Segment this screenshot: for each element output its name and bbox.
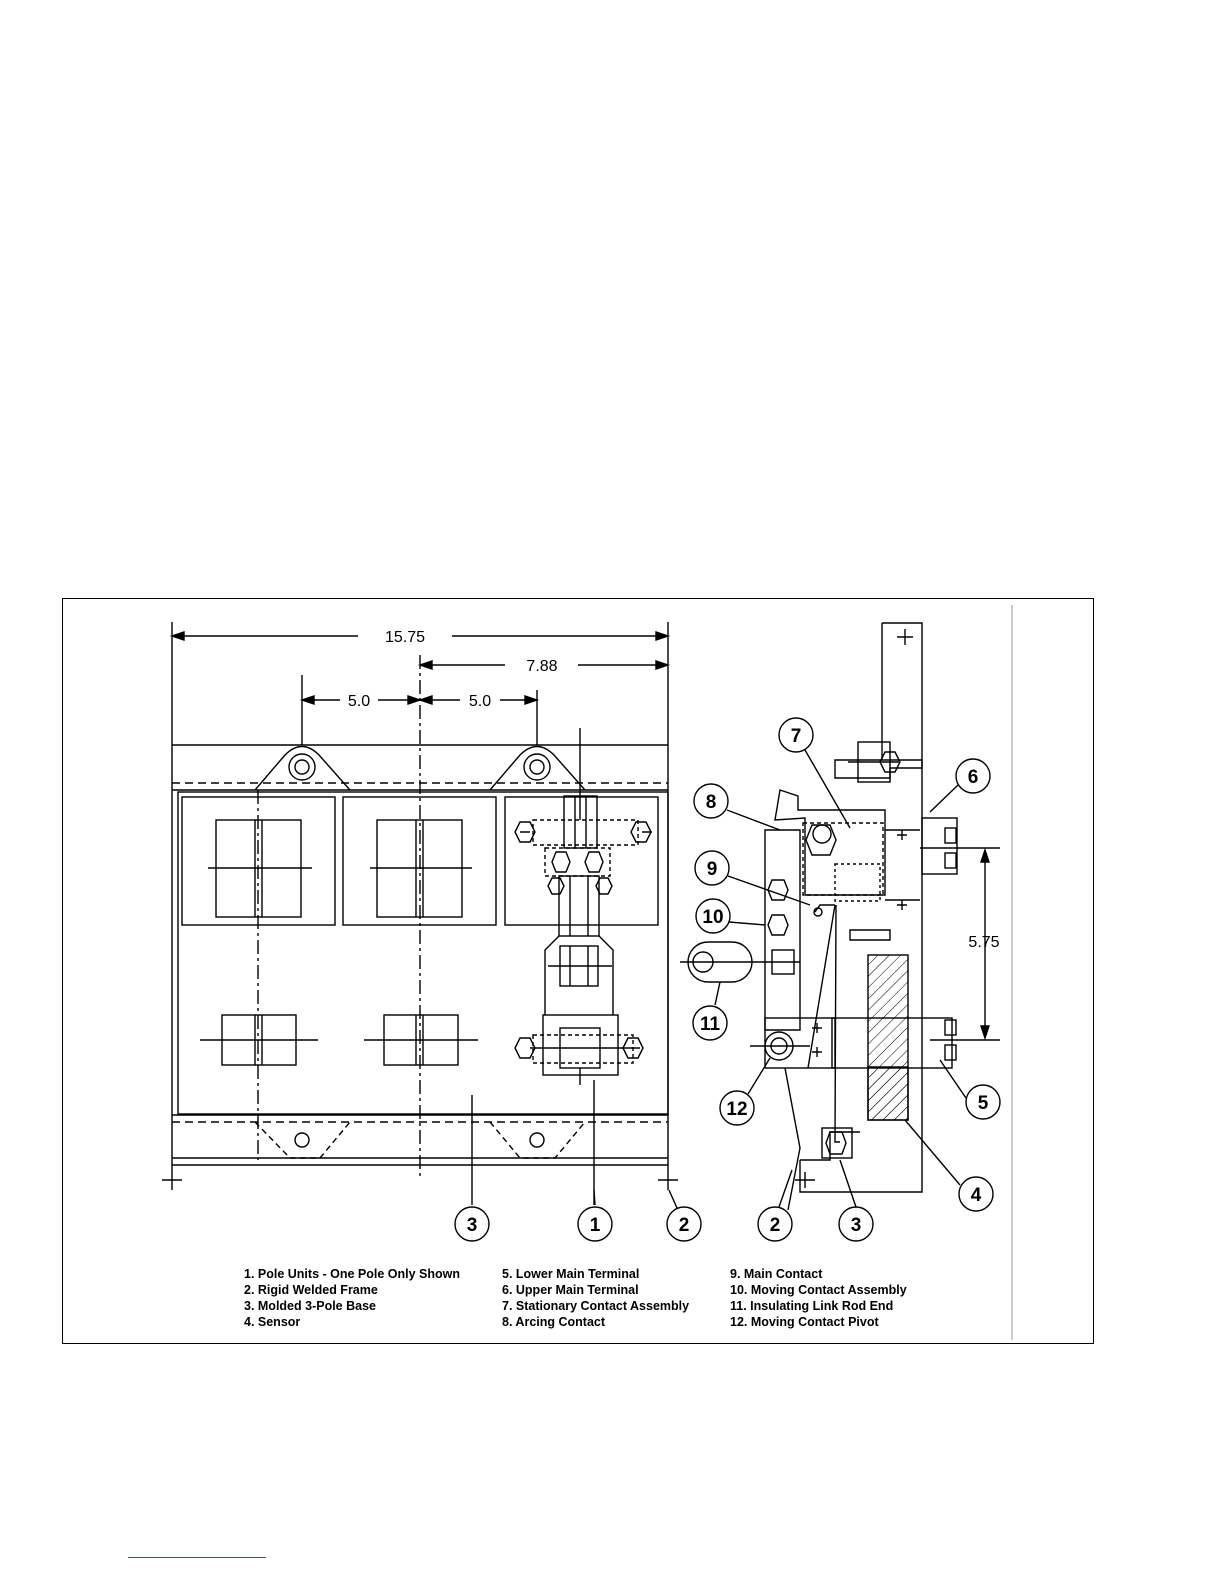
legend-item: 3. Molded 3-Pole Base xyxy=(244,1299,376,1313)
callout-3-front: 3 xyxy=(467,1215,478,1236)
callout-3-side: 3 xyxy=(851,1215,862,1236)
dim-overall-width: 15.75 xyxy=(385,629,425,646)
legend-item: 6. Upper Main Terminal xyxy=(502,1283,639,1297)
callout-9: 9 xyxy=(707,859,718,880)
legend-item: 2. Rigid Welded Frame xyxy=(244,1283,378,1297)
callout-8: 8 xyxy=(706,792,717,813)
legend-item: 8. Arcing Contact xyxy=(502,1315,606,1329)
callout-12: 12 xyxy=(726,1099,747,1120)
callout-2-side: 2 xyxy=(770,1215,781,1236)
callout-5: 5 xyxy=(978,1093,989,1114)
dimension-lines xyxy=(169,631,671,705)
dim-terminal-spacing: 5.75 xyxy=(968,934,999,951)
dim-half-width: 7.88 xyxy=(526,658,557,675)
legend-item: 9. Main Contact xyxy=(730,1267,823,1281)
legend-column-1: 1. Pole Units - One Pole Only Shown 2. R… xyxy=(244,1266,460,1330)
legend-item: 4. Sensor xyxy=(244,1315,301,1329)
footer-rule xyxy=(128,1557,266,1558)
dim-pole-spacing-right: 5.0 xyxy=(469,693,491,710)
callouts xyxy=(454,717,1001,1242)
molded-base xyxy=(177,791,669,1115)
callout-7: 7 xyxy=(791,726,802,747)
legend-item: 5. Lower Main Terminal xyxy=(502,1267,640,1281)
callout-4: 4 xyxy=(971,1185,982,1206)
callout-1: 1 xyxy=(590,1215,601,1236)
legend-item: 12. Moving Contact Pivot xyxy=(730,1315,879,1329)
dim-pole-spacing-left: 5.0 xyxy=(348,693,370,710)
callout-labels: 1 2 3 4 5 6 7 8 9 10 11 12 2 3 xyxy=(467,726,989,1236)
pole-unit xyxy=(514,795,652,1085)
callout-10: 10 xyxy=(702,907,723,928)
figure-frame xyxy=(62,598,1094,1344)
callout-6: 6 xyxy=(968,767,979,788)
legend-column-2: 5. Lower Main Terminal 6. Upper Main Ter… xyxy=(502,1266,689,1330)
side-view: 5.75 xyxy=(680,605,1013,1340)
callout-2-front: 2 xyxy=(679,1215,690,1236)
legend-item: 11. Insulating Link Rod End xyxy=(730,1299,894,1313)
legend-item: 7. Stationary Contact Assembly xyxy=(502,1299,690,1313)
callout-11: 11 xyxy=(700,1014,721,1035)
front-view: 15.75 7.88 5.0 5.0 xyxy=(162,622,678,1209)
lifting-hole-right xyxy=(523,753,551,781)
legend-item: 10. Moving Contact Assembly xyxy=(730,1283,907,1297)
legend-item: 1. Pole Units - One Pole Only Shown xyxy=(244,1267,461,1281)
legend-column-3: 9. Main Contact 10. Moving Contact Assem… xyxy=(730,1266,907,1330)
lifting-hole-left xyxy=(288,753,316,781)
